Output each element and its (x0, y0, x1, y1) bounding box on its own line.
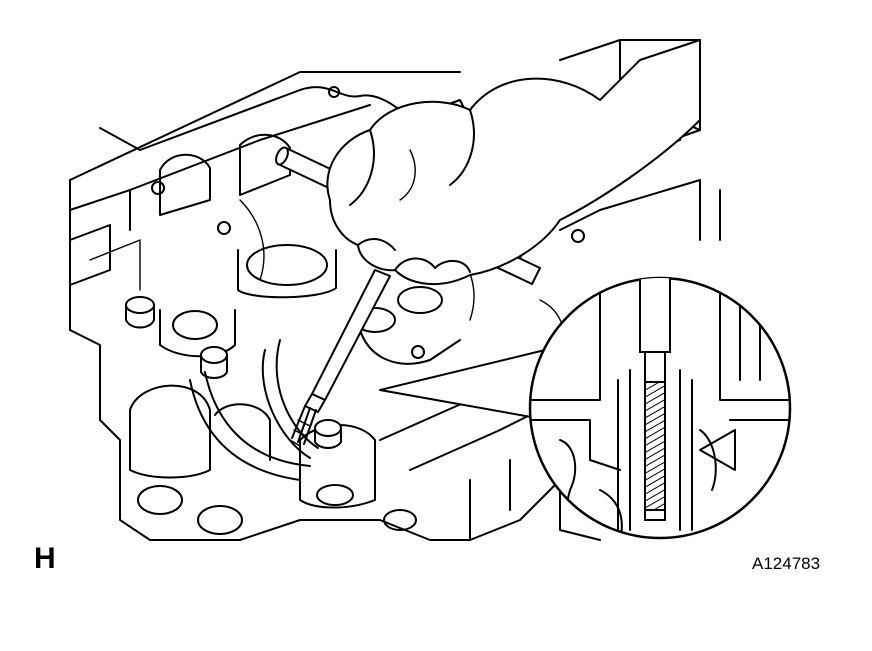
view-letter-label: H (34, 542, 56, 575)
figure-reference-code: A124783 (752, 554, 821, 573)
bolt-boss (314, 419, 342, 449)
bolt-boss (200, 346, 228, 379)
reamer-tool (289, 269, 391, 447)
detail-magnifier (528, 276, 792, 540)
callout-pointer (379, 349, 549, 421)
hand (326, 39, 701, 286)
cylinder-head-outline (69, 39, 721, 541)
bolt-boss (125, 296, 155, 329)
